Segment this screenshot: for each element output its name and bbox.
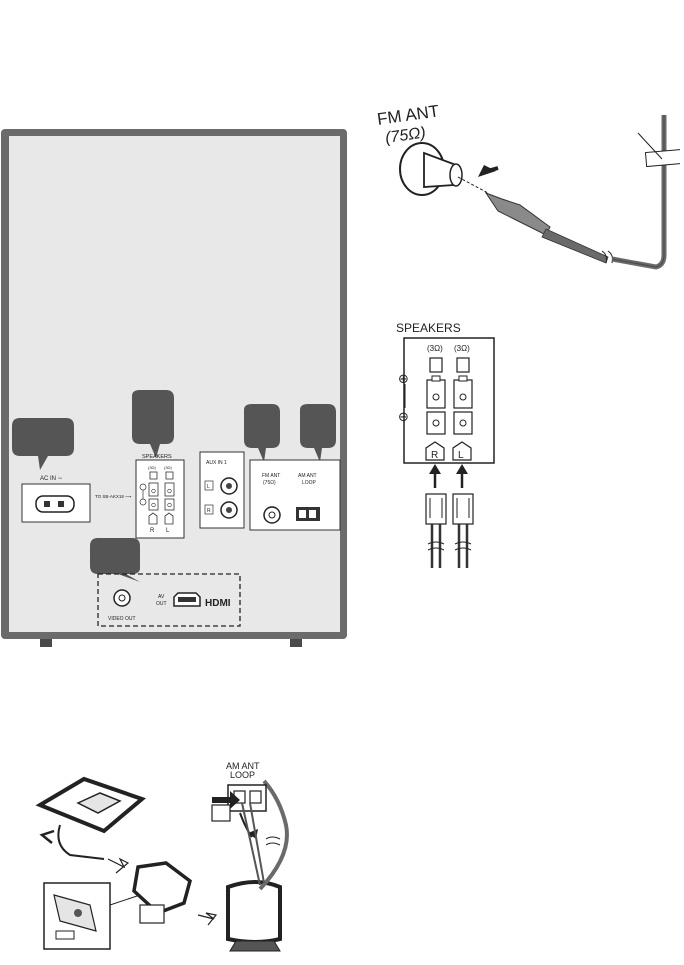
am-ant-label: AM ANT [298, 473, 317, 479]
spk-r-label: R [150, 528, 155, 534]
speaker-plug-l [452, 493, 474, 525]
spk-impedance-l: (3Ω) [164, 465, 173, 470]
speaker-terminal-drawing: SPEAKERS (3Ω) (3Ω) ⊕ ⊖ R L [396, 321, 495, 568]
av-out-box [97, 573, 241, 627]
rotate-arrow [39, 829, 55, 844]
speaker-plug-r [425, 493, 447, 525]
video-out-label: VIDEO OUT [108, 616, 136, 622]
callout-speakers [132, 390, 174, 458]
fm-plug [484, 191, 551, 236]
speaker-terminal-detail: SPEAKERS (3Ω) (3Ω) ⊕ ⊖ R L [360, 318, 520, 580]
spk-l-minus [164, 498, 175, 511]
fm-detail-label-2: (75Ω) [384, 124, 427, 146]
fm-antenna-drawing: FM ANT (75Ω) [376, 101, 684, 270]
aux-l-label: L [207, 484, 210, 490]
aux-in-label: AUX IN 1 [206, 460, 227, 466]
spk-impedance-r: (3Ω) [148, 465, 157, 470]
callout-am [300, 404, 336, 462]
speakers-label: SPEAKERS [142, 454, 172, 460]
spk-l-label: L [166, 528, 170, 534]
aux-r-label: R [207, 508, 211, 514]
rear-panel: AC IN ∼ SPEAKERS (3Ω) (3Ω) R L TO SB-AKX… [0, 128, 350, 648]
av-label: AV [158, 594, 165, 600]
step-arrow-1 [107, 857, 130, 874]
am-ant-loop-label: LOOP [302, 480, 317, 486]
antenna-box [249, 459, 341, 531]
spk-l-plus-top [165, 471, 174, 480]
l-tag [452, 441, 472, 461]
hdmi-logo: HDMI [205, 598, 231, 609]
callout-ac [12, 418, 74, 470]
fm-detail-label-1: FM ANT [376, 105, 440, 129]
spk-r-plus-top [149, 471, 158, 480]
open-loop-antenna [132, 861, 193, 916]
minus-symbol: ⊖ [398, 409, 409, 424]
arrow-up-l [456, 464, 468, 474]
ac-in-label: AC IN ∼ [40, 476, 63, 482]
antenna-tape [644, 148, 684, 168]
r-label: R [431, 450, 438, 461]
am-detail-label-1: AM ANT [226, 761, 260, 771]
foot-right [290, 639, 302, 647]
ac-pin-left [44, 501, 50, 507]
loop-stand [229, 940, 281, 952]
speaker-l-minus-terminal [453, 411, 473, 435]
r-tag [425, 441, 445, 461]
callout-av [90, 538, 140, 582]
speaker-impedance-r: (3Ω) [427, 344, 443, 353]
spk-r-minus [148, 498, 159, 511]
am-loop-assembly: AM ANT LOOP [30, 755, 330, 960]
step-arrow-2 [197, 912, 218, 926]
speaker-impedance-l: (3Ω) [454, 344, 470, 353]
speaker-terminal-box [403, 337, 495, 464]
rear-panel-drawing: AC IN ∼ SPEAKERS (3Ω) (3Ω) R L TO SB-AKX… [1, 129, 347, 647]
finger-hint [211, 804, 231, 822]
ac-in-socket [35, 495, 75, 513]
panel-face [9, 136, 340, 632]
speaker-detail-title: SPEAKERS [396, 321, 461, 335]
fm-cable [541, 228, 609, 264]
am-loop-drawing: AM ANT LOOP [35, 761, 289, 952]
standing-loop-antenna [226, 880, 282, 944]
ac-pin-right [58, 501, 64, 507]
fm-ant-ohm-label: (75Ω) [263, 480, 276, 486]
foot-left [40, 639, 52, 647]
to-speaker-note: TO SB-AKX18 ⟶ [95, 494, 132, 499]
am-detail-label-2: LOOP [230, 770, 255, 780]
speaker-r-minus-terminal [426, 411, 446, 435]
press-arrow [212, 791, 240, 809]
speakers-box [135, 459, 185, 539]
av-out-label: OUT [156, 601, 167, 607]
fm-antenna-detail: FM ANT (75Ω) [370, 101, 684, 280]
arrow-up-r [429, 464, 441, 474]
plus-symbol: ⊕ [398, 371, 409, 386]
callout-fm [244, 404, 280, 462]
fm-ant-label: FM ANT [262, 473, 280, 479]
l-label: L [458, 450, 464, 461]
